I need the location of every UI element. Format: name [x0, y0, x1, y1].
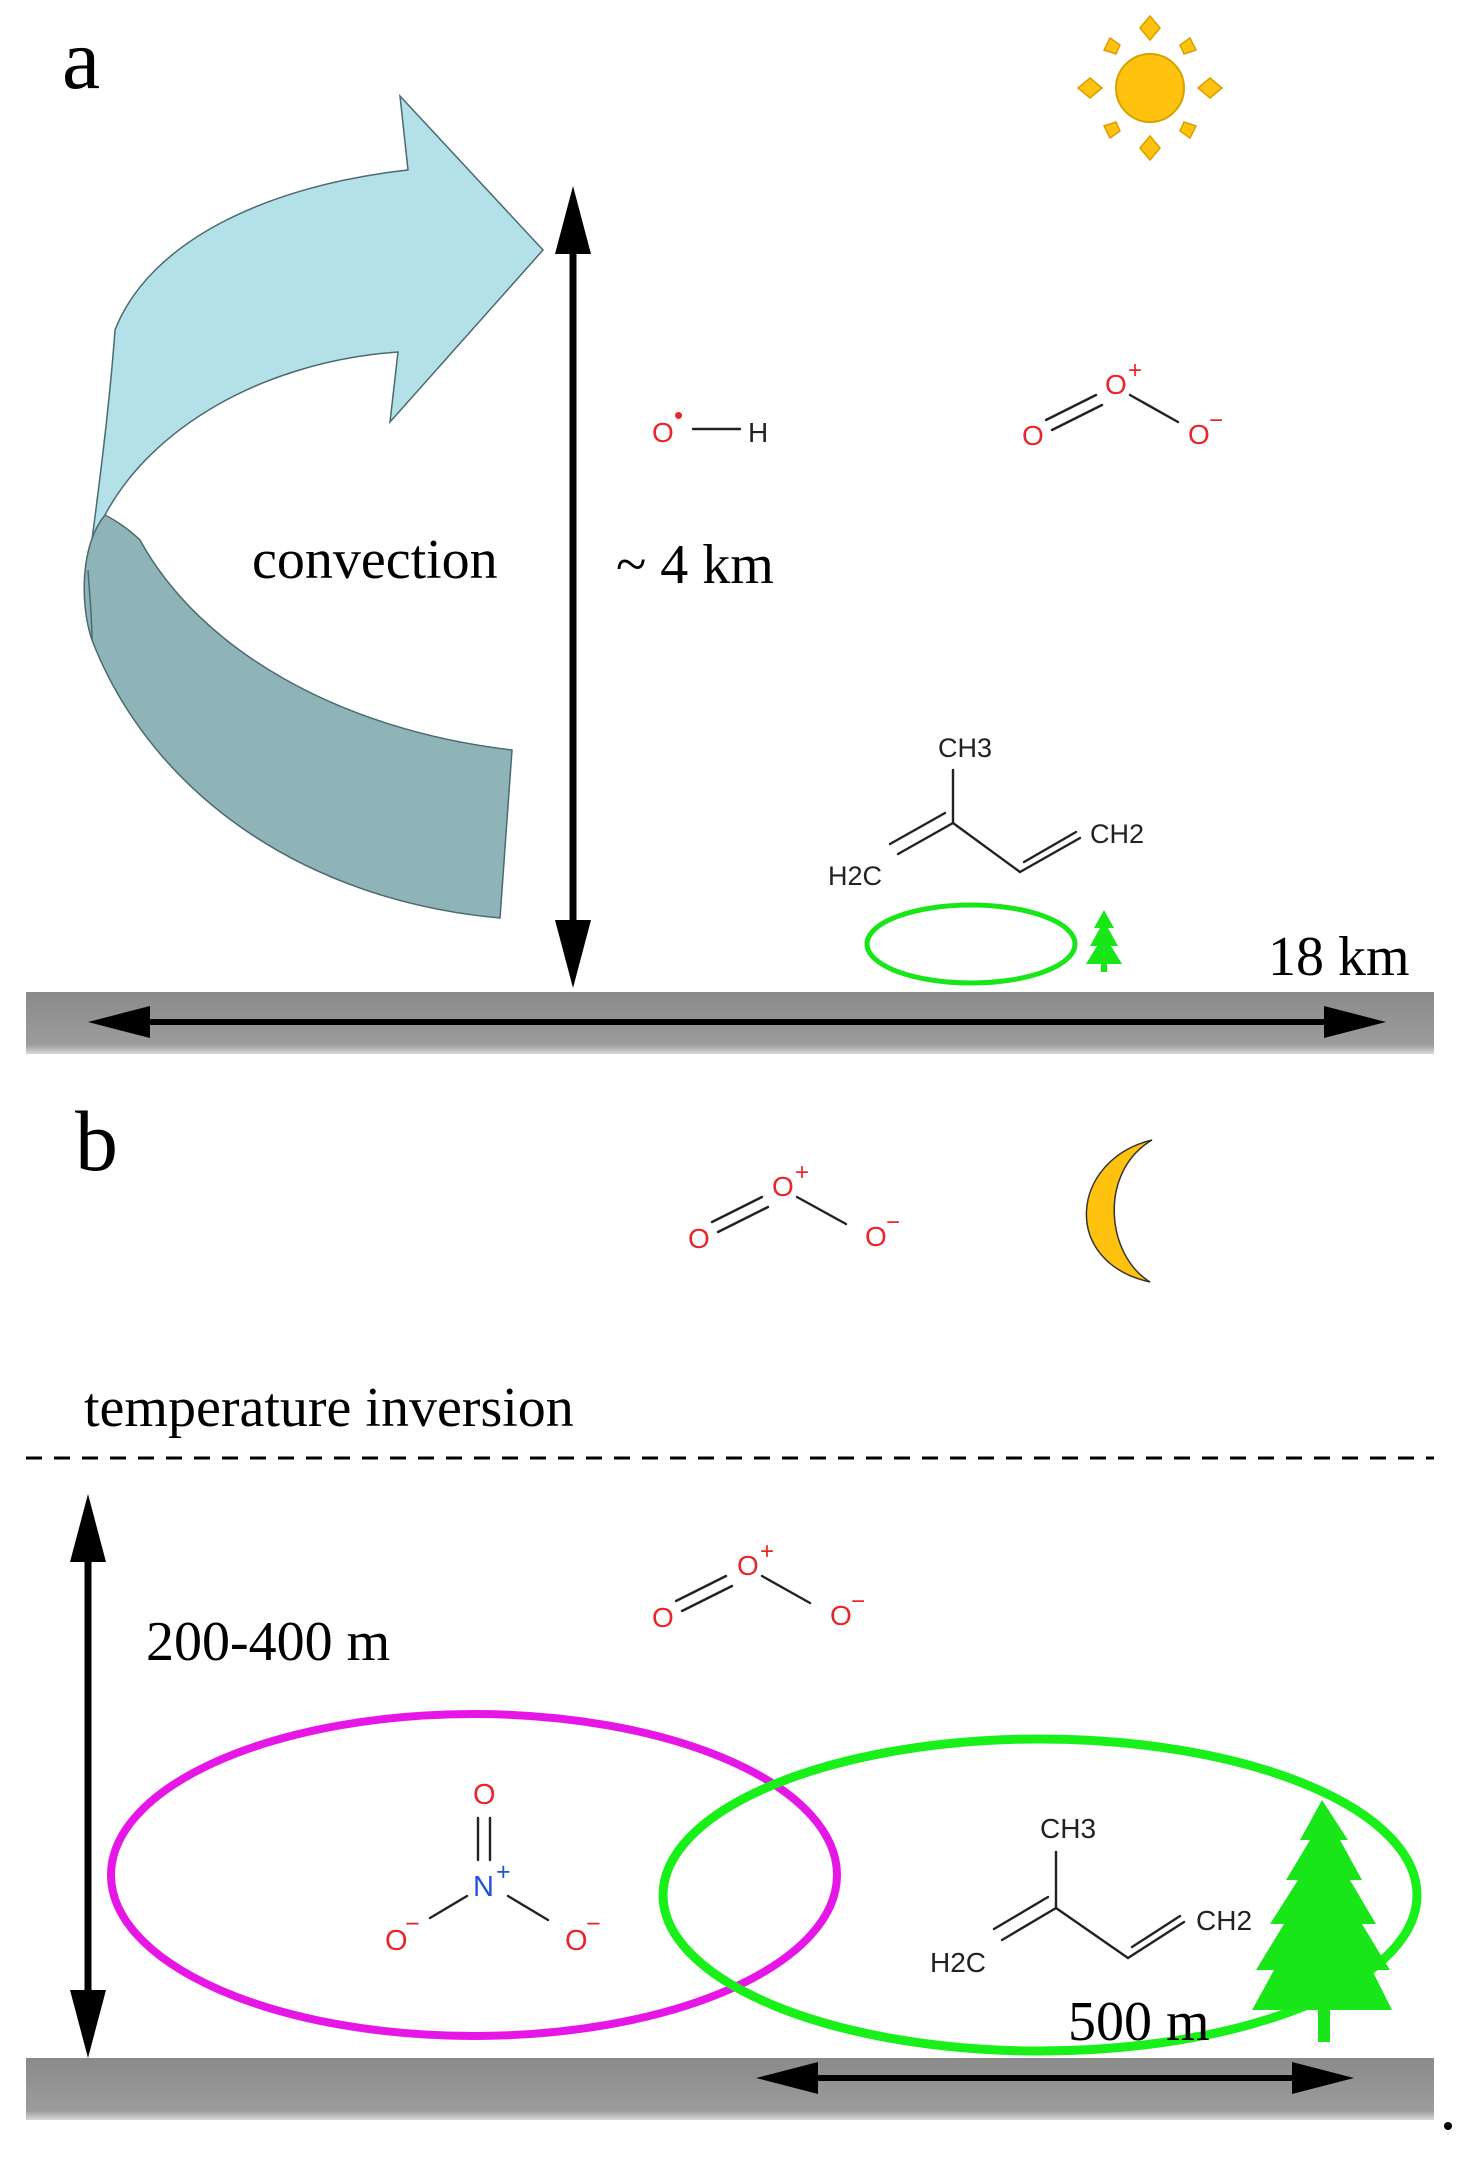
nitrate-ring	[107, 1710, 841, 2040]
isoprene-b-ch3: CH3	[1040, 1813, 1096, 1844]
nitrate-molecule: O N + O − O −	[385, 1779, 601, 1957]
inversion-label: temperature inversion	[84, 1377, 574, 1439]
ozone-b2-o-right: O	[830, 1600, 852, 1631]
ozone-b2-minus: −	[851, 1588, 865, 1615]
width-label-b: 500 m	[1068, 1991, 1210, 2053]
isoprene-b-ch2: CH2	[1196, 1905, 1252, 1936]
isoprene-molecule-a: CH3 H2C CH2	[828, 733, 1144, 891]
ozone-a-o-left: O	[1022, 420, 1044, 451]
tree-icon-small	[1086, 910, 1122, 972]
hydroxyl-radical-dot: •	[674, 400, 683, 430]
ozone-a-o-center: O	[1105, 369, 1127, 400]
sun-icon	[1076, 14, 1224, 162]
ozone-b1-o-center: O	[772, 1171, 794, 1202]
ozone-a-plus: +	[1128, 357, 1142, 384]
convection-label: convection	[252, 529, 498, 591]
nitrate-o-top: O	[473, 1779, 496, 1811]
hydroxyl-molecule: O • H	[652, 400, 768, 448]
ozone-b1-o-left: O	[688, 1223, 710, 1254]
nitrate-o-left: O	[385, 1925, 408, 1957]
ozone-a-minus: −	[1209, 407, 1223, 434]
panel-b: b O O + O − temperature inversion 200-40…	[26, 1093, 1452, 2130]
convection-arrow	[83, 93, 545, 919]
nitrate-minus-right: −	[586, 1910, 601, 1938]
panel-a-label: a	[62, 11, 100, 107]
ozone-b2-o-center: O	[737, 1550, 759, 1581]
isoprene-b-h2c: H2C	[930, 1947, 986, 1978]
width-arrow-a	[88, 1006, 1386, 1038]
ozone-molecule-b-lower: O O + O −	[652, 1538, 865, 1633]
panel-b-label: b	[75, 1093, 118, 1189]
ozone-b1-plus: +	[795, 1159, 809, 1186]
isoprene-a-h2c: H2C	[828, 861, 882, 891]
tree-icon	[1252, 1800, 1392, 2042]
isoprene-molecule-b: CH3 H2C CH2	[930, 1813, 1252, 1978]
moon-icon	[1085, 1139, 1153, 1283]
ozone-b2-plus: +	[760, 1538, 774, 1565]
ground-b	[26, 2058, 1434, 2120]
ozone-b1-o-right: O	[865, 1221, 887, 1252]
height-label-b: 200-400 m	[146, 1611, 390, 1673]
trailing-dot	[1444, 2122, 1452, 2130]
hydroxyl-oxygen: O	[652, 417, 674, 448]
isoprene-a-ch3: CH3	[938, 733, 992, 763]
isoprene-ring	[658, 1734, 1422, 2056]
panel-a: a convection ~ 4 km O	[26, 11, 1434, 1054]
nitrate-plus: +	[496, 1858, 511, 1886]
nitrate-o-right: O	[565, 1925, 588, 1957]
ozone-b2-o-left: O	[652, 1602, 674, 1633]
height-arrow-b	[70, 1494, 106, 2058]
ozone-b1-minus: −	[886, 1209, 900, 1236]
ozone-a-o-right: O	[1188, 419, 1210, 450]
nitrate-minus: −	[405, 1910, 420, 1938]
height-label-a: ~ 4 km	[616, 534, 774, 596]
isoprene-source-ring-a	[864, 902, 1078, 986]
nitrate-n: N	[473, 1871, 494, 1903]
width-arrow-b	[756, 2062, 1354, 2094]
height-arrow-a	[555, 186, 591, 988]
ozone-molecule-a: O O + O −	[1022, 357, 1223, 451]
width-label-a: 18 km	[1268, 926, 1410, 988]
ozone-molecule-b-upper: O O + O −	[688, 1159, 900, 1254]
isoprene-a-ch2: CH2	[1090, 819, 1144, 849]
hydroxyl-hydrogen: H	[748, 417, 768, 448]
